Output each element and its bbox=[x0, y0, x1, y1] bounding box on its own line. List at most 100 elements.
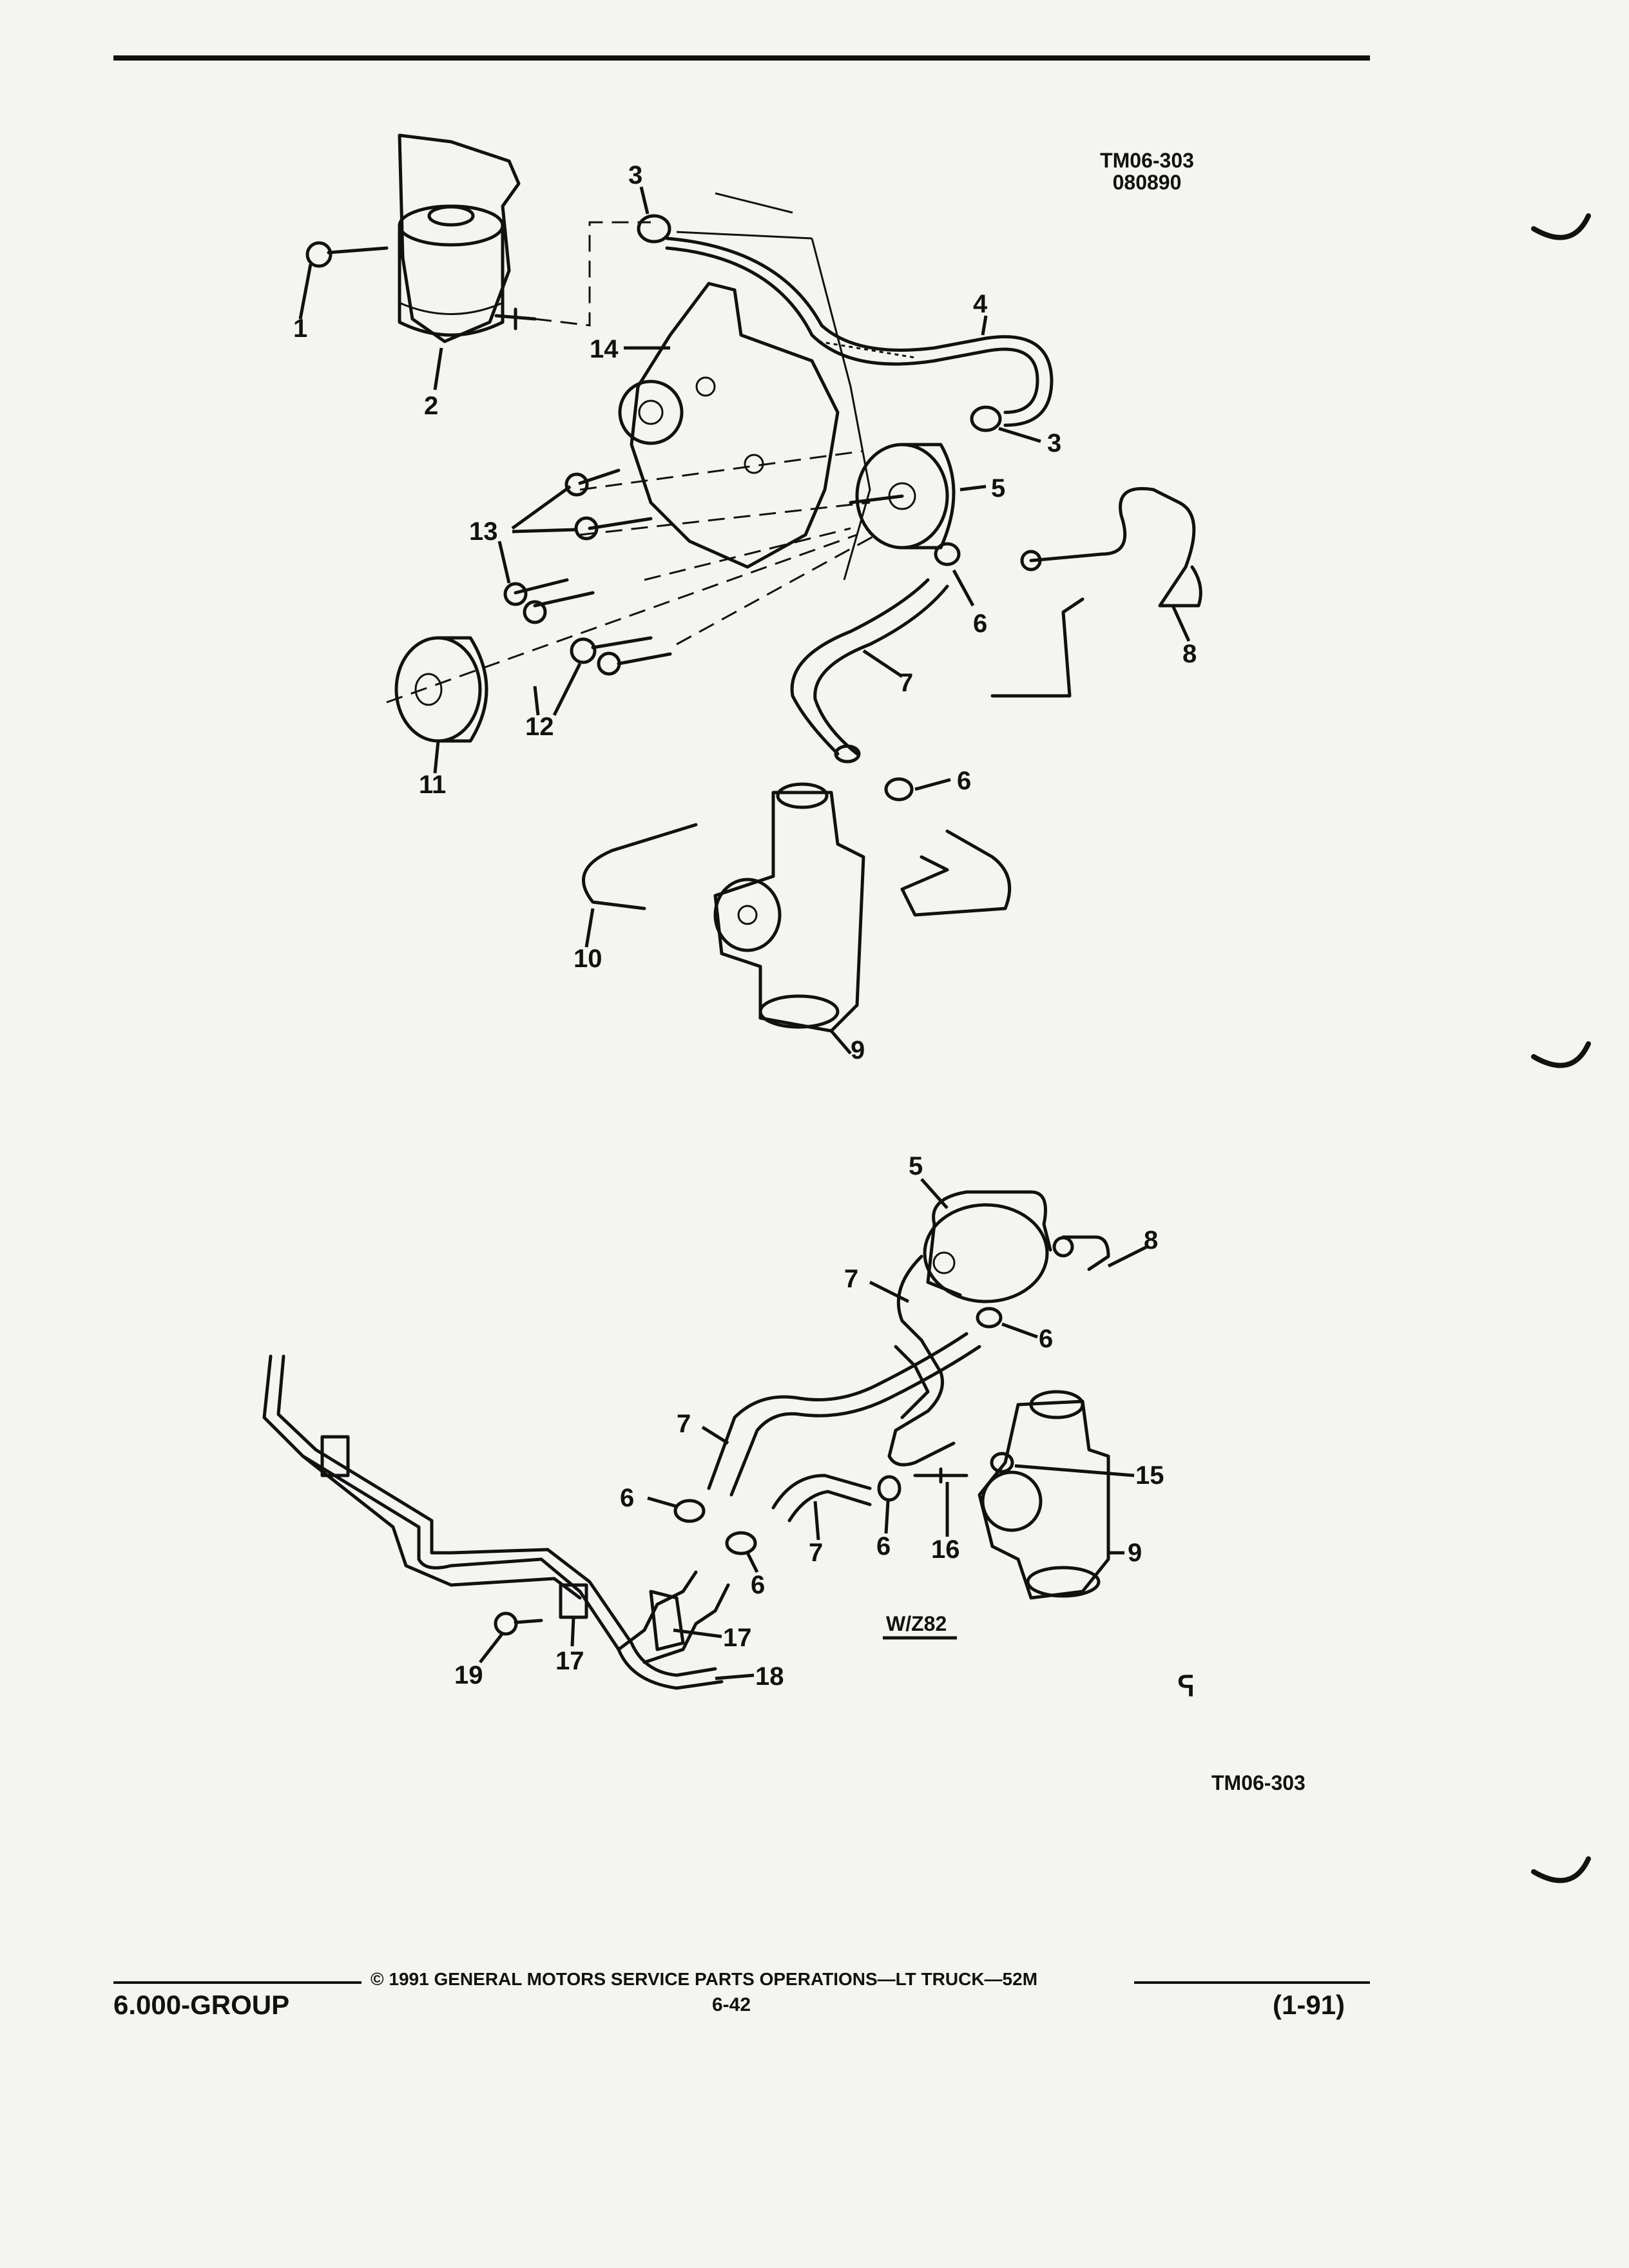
stamp-code: TM06-303 bbox=[1100, 149, 1194, 172]
leader-d17a bbox=[673, 1628, 722, 1639]
top-rule bbox=[113, 55, 1370, 61]
gear-line-10 bbox=[582, 823, 698, 910]
reservoir-outlet bbox=[494, 307, 537, 331]
margin-mark-2 bbox=[1531, 1041, 1591, 1068]
callout-6-lower: 6 bbox=[957, 767, 972, 795]
pulley-axis bbox=[386, 533, 858, 704]
clamp-3-lower bbox=[970, 405, 1002, 432]
clamp-6-upper bbox=[934, 542, 961, 566]
revision-code: (1-91) bbox=[1273, 1990, 1345, 2020]
gear-return-line bbox=[900, 829, 1012, 917]
steering-gear bbox=[713, 791, 865, 1033]
leader-4 bbox=[981, 315, 988, 336]
gear-cover bbox=[713, 878, 782, 952]
bolt-leaders bbox=[579, 450, 877, 646]
callout-lower-7b: 7 bbox=[677, 1410, 691, 1438]
leader-13b bbox=[512, 528, 577, 533]
lower-clamp-6d bbox=[877, 1475, 901, 1502]
leader-9 bbox=[830, 1030, 852, 1055]
leader-d18 bbox=[715, 1673, 755, 1680]
leader-d19 bbox=[479, 1632, 504, 1664]
cooler-line-18c bbox=[301, 1454, 582, 1600]
callout-2: 2 bbox=[424, 392, 439, 420]
clamp-6-mid bbox=[884, 777, 914, 802]
lower-line-8 bbox=[1061, 1235, 1110, 1271]
margin-mark-3 bbox=[1531, 1856, 1591, 1883]
leader-13a bbox=[511, 485, 572, 530]
gear-cover-bolt bbox=[737, 905, 758, 925]
lower-fitting-8 bbox=[1052, 1236, 1074, 1258]
leader-7 bbox=[862, 649, 903, 678]
fitting-16 bbox=[913, 1467, 969, 1484]
inlet-hose-outer bbox=[665, 236, 1054, 427]
stamp-date: 080890 bbox=[1112, 171, 1182, 194]
leader-d6a bbox=[1001, 1322, 1038, 1339]
lower-line-7 bbox=[887, 1254, 956, 1466]
callout-5: 5 bbox=[991, 474, 1006, 503]
lower-pump bbox=[923, 1203, 1049, 1303]
bolt-1-head bbox=[305, 241, 333, 268]
clamp-3-upper bbox=[637, 214, 671, 244]
lower-hose-7b bbox=[771, 1474, 872, 1510]
callout-3-lower: 3 bbox=[1047, 429, 1062, 457]
leader-11 bbox=[433, 740, 440, 774]
callout-lower-6c: 6 bbox=[751, 1571, 766, 1599]
lower-hose-7b-outer bbox=[787, 1490, 872, 1523]
lower-figure-code: TM06-303 bbox=[1211, 1771, 1306, 1794]
copyright-line: © 1991 GENERAL MOTORS SERVICE PARTS OPER… bbox=[371, 1969, 1038, 1989]
lower-pump-side bbox=[926, 1222, 962, 1297]
bracket-hole-1 bbox=[695, 376, 716, 397]
figure-stamp: TM06-303 080890 bbox=[1083, 149, 1211, 193]
bolts-12-shanks bbox=[591, 636, 672, 666]
leader-d6b bbox=[647, 1496, 677, 1508]
callout-lower-16: 16 bbox=[931, 1535, 960, 1564]
group-label: 6.000-GROUP bbox=[113, 1990, 290, 2020]
pump-body bbox=[900, 443, 956, 550]
leader-d7a bbox=[869, 1280, 910, 1303]
callout-13: 13 bbox=[469, 517, 498, 546]
bolt-13a bbox=[564, 472, 589, 497]
gear-pitman bbox=[758, 994, 840, 1029]
hose-coil bbox=[818, 340, 916, 359]
leader-d5 bbox=[920, 1178, 949, 1209]
callout-lower-17b: 17 bbox=[555, 1647, 584, 1675]
hose-7-end bbox=[834, 744, 861, 764]
leader-d7b bbox=[701, 1425, 729, 1445]
leader-d7c bbox=[813, 1501, 820, 1541]
bracket-17b bbox=[649, 1590, 685, 1651]
leader-12a bbox=[533, 686, 540, 716]
bracket-boss bbox=[618, 380, 684, 445]
leader-3a bbox=[639, 186, 650, 215]
callout-lower-6b: 6 bbox=[620, 1484, 635, 1512]
footer-rule-left bbox=[113, 1981, 361, 1984]
fitting-15 bbox=[990, 1452, 1014, 1474]
leader-d6c bbox=[746, 1552, 759, 1573]
cooler-connect-a bbox=[617, 1570, 698, 1651]
bolt-12a bbox=[523, 600, 547, 624]
leader-d15 bbox=[1014, 1464, 1135, 1477]
inlet-hose bbox=[665, 246, 1039, 414]
leader-6b bbox=[914, 778, 951, 791]
bolt-19 bbox=[494, 1611, 518, 1636]
return-hose-7-outer bbox=[813, 584, 949, 756]
pulley-rim bbox=[436, 636, 488, 743]
lower-clamp-6b bbox=[673, 1499, 706, 1523]
bracket-hole-2 bbox=[744, 454, 764, 474]
cooler-line-18a bbox=[262, 1354, 724, 1690]
pump-stud bbox=[849, 494, 904, 505]
callout-lower-5: 5 bbox=[909, 1152, 923, 1180]
callout-7: 7 bbox=[899, 669, 914, 697]
cooler-line-18b bbox=[276, 1354, 717, 1677]
callout-lower-7a: 7 bbox=[844, 1265, 859, 1293]
bolt-12b bbox=[570, 637, 597, 664]
gear-input bbox=[776, 782, 829, 809]
leader-13c bbox=[497, 541, 511, 584]
callout-8: 8 bbox=[1182, 640, 1197, 668]
variant-label: W/Z82 bbox=[886, 1612, 947, 1635]
page-number: 6-42 bbox=[712, 1994, 751, 2015]
callout-lower-8: 8 bbox=[1144, 1226, 1159, 1254]
lower-clamp-6a bbox=[976, 1307, 1003, 1329]
callout-lower-6d: 6 bbox=[876, 1532, 891, 1561]
margin-mark-1 bbox=[1531, 213, 1591, 240]
pressure-line-8-lower bbox=[990, 597, 1084, 698]
